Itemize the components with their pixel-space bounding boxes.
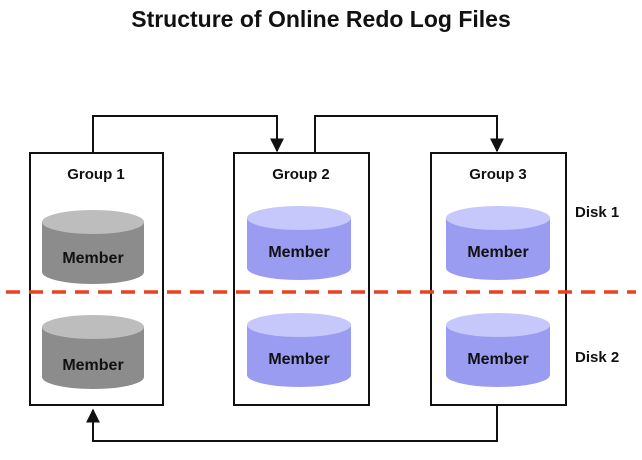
group-2-disk2-member: Member — [247, 313, 351, 387]
member-label: Member — [467, 351, 528, 368]
group-1-disk1-member: Member — [42, 210, 144, 284]
group-1-disk2-member: Member — [42, 315, 144, 389]
disk-1-label: Disk 1 — [575, 204, 619, 221]
group-2-label: Group 2 — [272, 166, 330, 183]
member-label: Member — [62, 250, 123, 267]
member-label: Member — [62, 357, 123, 374]
page-title: Structure of Online Redo Log Files — [131, 6, 511, 32]
disk-2-label: Disk 2 — [575, 349, 619, 366]
member-label: Member — [268, 351, 329, 368]
group-3-disk2-member: Member — [446, 313, 550, 387]
arrow-group1-to-group2 — [92, 115, 284, 153]
group-3-label: Group 3 — [469, 166, 527, 183]
member-label: Member — [268, 244, 329, 261]
group-3-disk1-member: Member — [446, 206, 550, 280]
group-2-disk1-member: Member — [247, 206, 351, 280]
group-1-label: Group 1 — [67, 166, 125, 183]
member-label: Member — [467, 244, 528, 261]
arrow-group3-to-group1 — [86, 405, 498, 442]
arrow-group2-to-group3 — [314, 115, 504, 153]
